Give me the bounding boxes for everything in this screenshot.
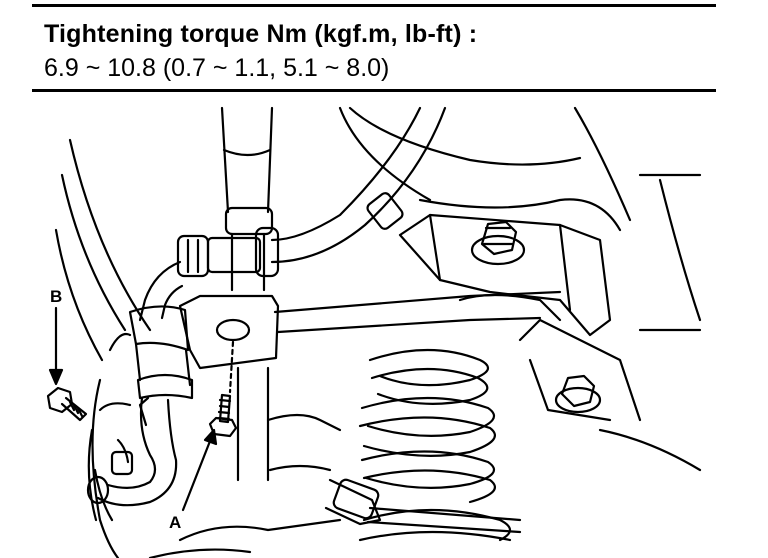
callout-a-arrow (181, 428, 218, 512)
mount-nut-upper (470, 220, 526, 266)
torque-spec-title: Tightening torque Nm (kgf.m, lb-ft) : (44, 20, 478, 48)
callout-a-label: A (169, 513, 181, 532)
callout-b-arrow (48, 306, 64, 386)
stabilizer-link (324, 478, 522, 534)
body-panel-curves (338, 106, 702, 232)
spec-top-rule (32, 4, 716, 7)
torque-spec-value: 6.9 ~ 10.8 (0.7 ~ 1.1, 5.1 ~ 8.0) (44, 54, 390, 82)
mount-nut-lower (554, 374, 602, 414)
spec-bottom-rule (32, 89, 716, 92)
subframe (518, 178, 702, 472)
strut-lower-tube (148, 366, 342, 558)
lower-brake-hose (86, 396, 178, 507)
wheel-housing-contours (54, 138, 152, 558)
hose-bracket (128, 294, 280, 400)
bolt-a (208, 340, 238, 438)
brake-hose (138, 106, 447, 322)
caliper-body (98, 332, 134, 476)
bolt-b (46, 386, 88, 422)
mount-plate (398, 213, 612, 337)
control-arm (273, 290, 562, 334)
shock-absorber-body (220, 106, 274, 292)
callout-b-label: B (50, 287, 62, 306)
torque-spec-text: Tightening torque Nm (kgf.m, lb-ft) : 6.… (32, 0, 716, 92)
coil-spring (358, 348, 512, 542)
